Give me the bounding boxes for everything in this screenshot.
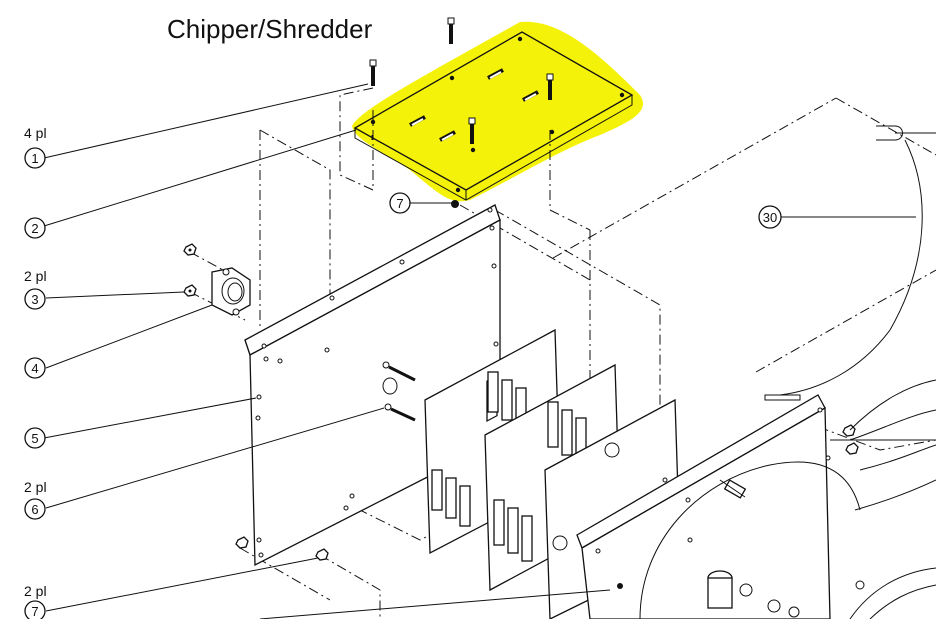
callout-3: 2 pl 3: [24, 268, 47, 310]
callout-5-label: 5: [31, 431, 38, 446]
callout-4: 4: [24, 357, 46, 379]
bolt: [447, 17, 455, 44]
side-panel: [244, 204, 501, 567]
callout-1: 4 pl 1: [24, 125, 47, 169]
callout-6-label: 6: [31, 502, 38, 517]
shaft-assembly: [764, 125, 936, 619]
diagram-title: Chipper/Shredder: [167, 14, 373, 44]
callout-2-label: 2: [31, 221, 38, 236]
callout-2: 2: [24, 217, 46, 239]
callout-30-label: 30: [763, 210, 777, 225]
bolt: [468, 117, 476, 144]
callout-7-bottom-label: 7: [31, 604, 38, 619]
bolt-group: [369, 17, 554, 144]
rotor-frame: [576, 394, 861, 619]
callout-4-label: 4: [31, 361, 38, 376]
callout-6-qty: 2 pl: [24, 479, 47, 495]
callout-7-bottom-qty: 2 pl: [24, 583, 47, 599]
callout-6: 2 pl 6: [24, 479, 47, 520]
bolt: [546, 73, 554, 100]
callout-30: 30: [758, 205, 782, 229]
callout-7-bottom: 2 pl 7: [24, 583, 47, 619]
mounting-plate: [353, 31, 634, 201]
bolt: [369, 59, 377, 86]
callout-1-qty: 4 pl: [24, 125, 47, 141]
callout-3-label: 3: [31, 292, 38, 307]
callout-3-qty: 2 pl: [24, 268, 47, 284]
callout-1-label: 1: [31, 151, 38, 166]
nut-group: [183, 243, 859, 561]
screw-group: [382, 361, 416, 422]
leader-lines: [43, 83, 916, 619]
callout-5: 5: [24, 427, 46, 449]
highlight-marker: [352, 21, 644, 202]
callout-7-top-label: 7: [396, 196, 403, 211]
bearing-flange: [211, 267, 251, 316]
callout-7-top: 7: [389, 192, 411, 214]
